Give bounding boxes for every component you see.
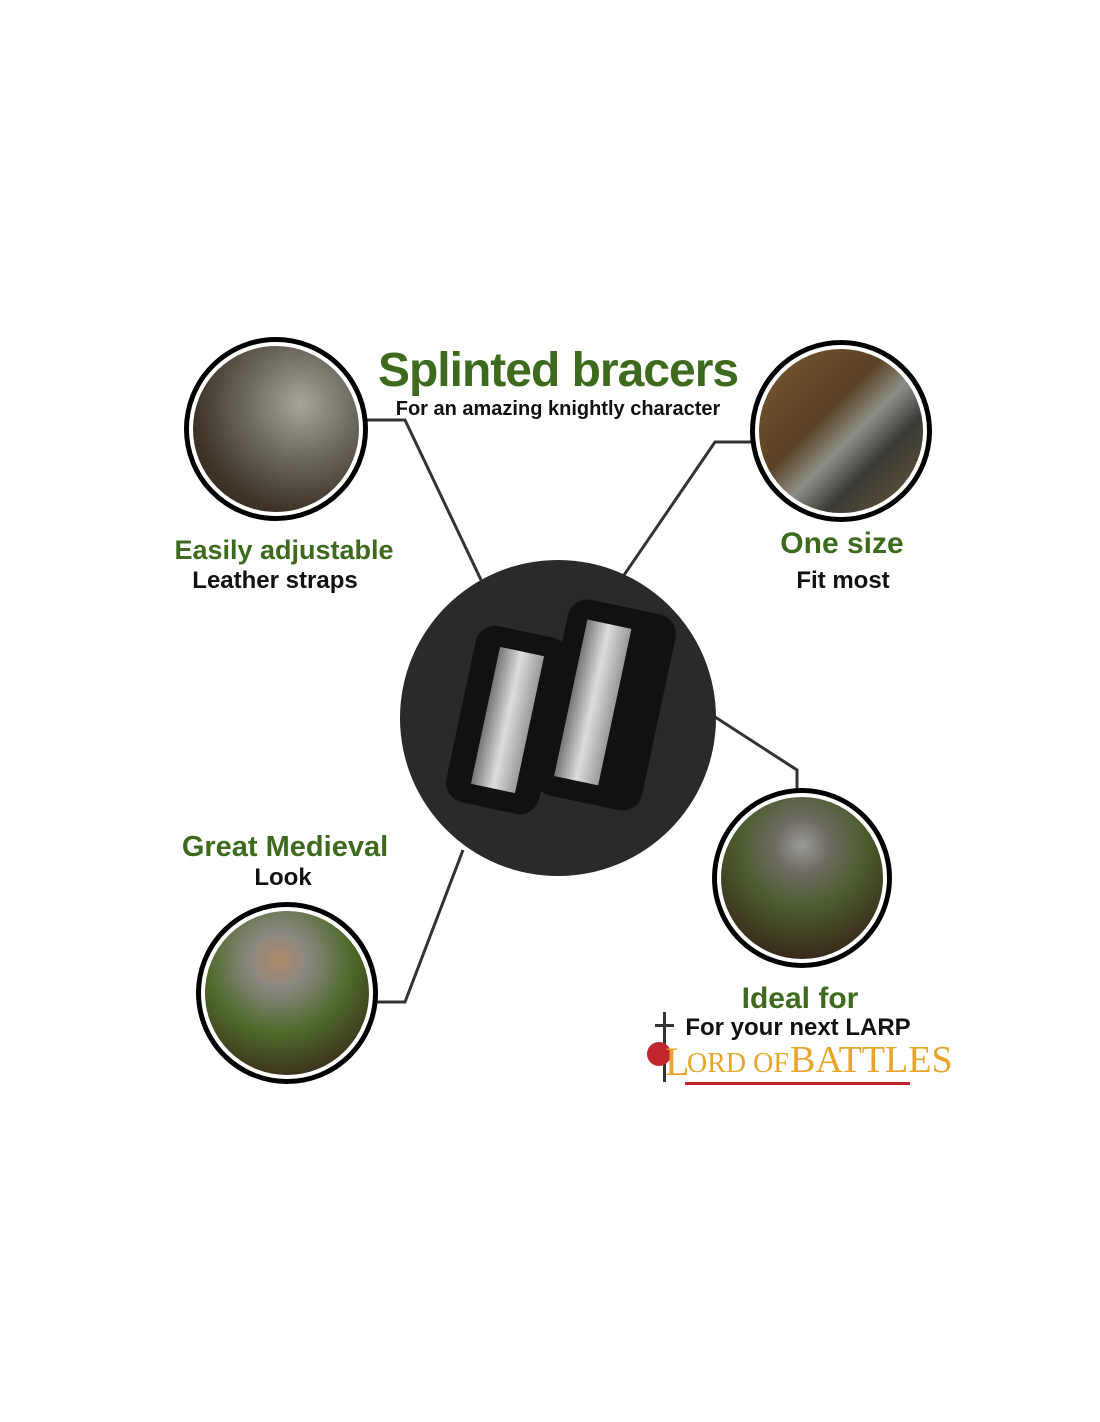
feature-heading: Great Medieval — [181, 831, 389, 863]
feature-heading: Easily adjustable — [174, 535, 394, 565]
feature-heading: One size — [780, 527, 904, 560]
page-title: Splinted bracers — [377, 344, 739, 397]
feature-text: For your next LARP — [685, 1014, 911, 1041]
page-subtitle: For an amazing knightly character — [395, 398, 721, 420]
chainmail-strap-photo — [184, 337, 368, 521]
lord-of-battles-logo: L ORD OF BATTLES — [645, 1012, 953, 1090]
bracer-on-arm-photo — [750, 340, 932, 522]
warrior-with-cloak-photo — [196, 902, 378, 1084]
right-bracer — [530, 595, 680, 815]
product-photo — [400, 560, 716, 876]
warrior-with-axes-photo — [712, 788, 892, 968]
shield-icon — [647, 1042, 671, 1066]
feature-text: Leather straps — [192, 567, 358, 594]
feature-heading: Ideal for — [741, 982, 859, 1015]
feature-text: Fit most — [796, 567, 890, 594]
feature-text: Look — [254, 864, 312, 891]
